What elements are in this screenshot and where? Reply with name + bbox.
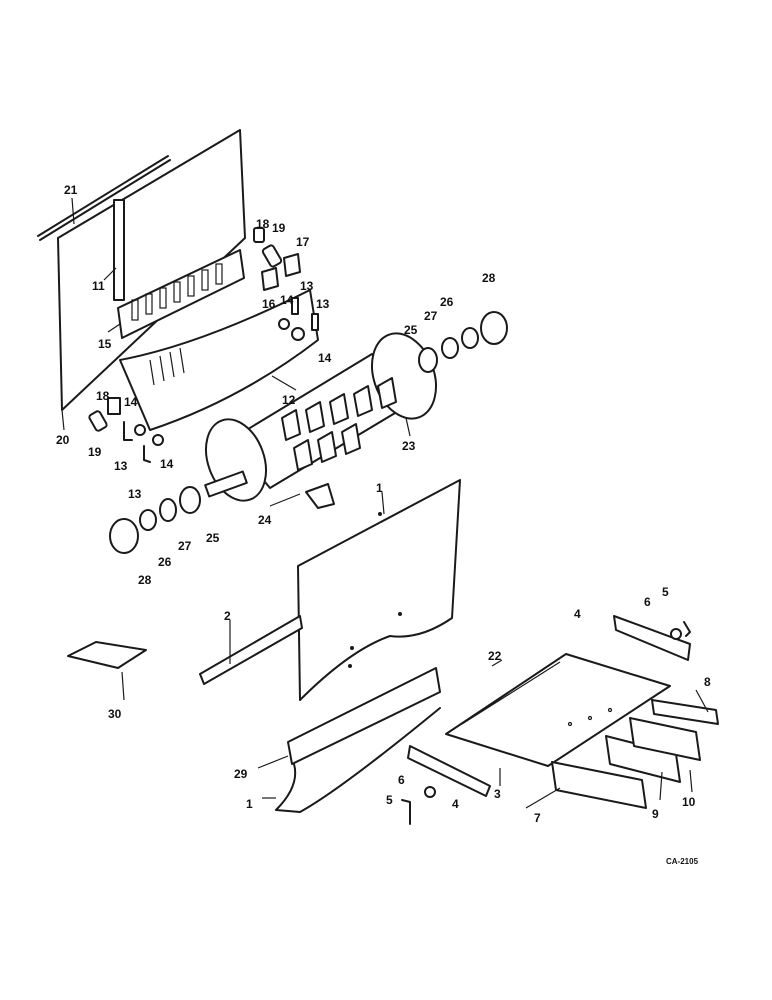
washer-6a xyxy=(670,628,682,640)
louver-10 xyxy=(629,717,701,761)
hardware-upper xyxy=(88,227,319,463)
rod-21 xyxy=(37,155,169,237)
spring-19 xyxy=(261,244,283,268)
ring-26b xyxy=(139,509,157,531)
callout-4a: 4 xyxy=(574,607,581,621)
leader-lines xyxy=(61,197,709,809)
callout-30: 30 xyxy=(108,707,122,721)
callout-26b: 26 xyxy=(158,555,172,569)
callout-15: 15 xyxy=(98,337,112,351)
callout-20: 20 xyxy=(56,433,70,447)
angle-bar-2 xyxy=(199,615,303,685)
callout-2: 2 xyxy=(224,609,231,623)
bolt-13c xyxy=(123,421,133,441)
bearing-set-lower xyxy=(109,486,201,554)
spring-19b xyxy=(88,410,108,432)
bearing-25a xyxy=(418,347,438,373)
callout-10: 10 xyxy=(682,795,696,809)
drawing-code: CA-2105 xyxy=(666,857,699,866)
bolt-13d xyxy=(143,445,151,463)
side-panel-1 xyxy=(297,479,461,701)
callout-26a: 26 xyxy=(440,295,454,309)
shield-30 xyxy=(67,641,147,669)
callout-14b: 14 xyxy=(318,351,332,365)
callout-labels: 21 11 15 20 18 19 17 16 14 13 13 14 12 1… xyxy=(56,183,711,866)
callout-17: 17 xyxy=(296,235,310,249)
callout-27a: 27 xyxy=(424,309,438,323)
callout-14c: 14 xyxy=(124,395,138,409)
bracket-18b xyxy=(107,397,121,415)
callout-22: 22 xyxy=(488,649,502,663)
callout-27b: 27 xyxy=(178,539,192,553)
callout-25b: 25 xyxy=(206,531,220,545)
nut-14c xyxy=(134,424,146,436)
bracket-16 xyxy=(261,267,279,291)
callout-9: 9 xyxy=(652,807,659,821)
ring-26a xyxy=(461,327,479,349)
callout-1b: 1 xyxy=(246,797,253,811)
callout-18a: 18 xyxy=(256,217,270,231)
lower-panel-edge xyxy=(275,707,441,813)
bracket-18 xyxy=(253,227,265,243)
callout-21: 21 xyxy=(64,183,78,197)
callout-25a: 25 xyxy=(404,323,418,337)
bearing-set-upper xyxy=(418,311,508,373)
callout-3: 3 xyxy=(494,787,501,801)
callout-5a: 5 xyxy=(662,585,669,599)
bearing-25b xyxy=(179,486,201,514)
flange-28a xyxy=(480,311,508,345)
flange-28b xyxy=(109,518,139,554)
pin-5a xyxy=(683,621,691,637)
ring-27b xyxy=(159,498,177,522)
bolt-13a xyxy=(291,297,299,315)
callout-13b: 13 xyxy=(316,297,330,311)
callout-24: 24 xyxy=(258,513,272,527)
callout-19a: 19 xyxy=(272,221,286,235)
nut-14b xyxy=(291,327,305,341)
callout-14d: 14 xyxy=(160,457,174,471)
bolt-13b xyxy=(311,313,319,331)
sieve-frame-22 xyxy=(445,653,671,767)
callout-28b: 28 xyxy=(138,573,152,587)
washer-6b xyxy=(424,786,436,798)
callout-19b: 19 xyxy=(88,445,102,459)
callout-23: 23 xyxy=(402,439,416,453)
callout-4b: 4 xyxy=(452,797,459,811)
callout-13d: 13 xyxy=(128,487,142,501)
callout-6a: 6 xyxy=(644,595,651,609)
louver-7 xyxy=(551,761,647,809)
callout-1a: 1 xyxy=(376,481,383,495)
louver-8 xyxy=(651,699,719,725)
callout-18b: 18 xyxy=(96,389,110,403)
callout-7: 7 xyxy=(534,811,541,825)
bar-15 xyxy=(117,249,245,339)
nut-14d xyxy=(152,434,164,446)
shaft-11 xyxy=(113,199,125,301)
callout-13a: 13 xyxy=(300,279,314,293)
callout-16: 16 xyxy=(262,297,276,311)
pin-5b xyxy=(401,799,411,825)
callout-6b: 6 xyxy=(398,773,405,787)
callout-13c: 13 xyxy=(114,459,128,473)
louvers xyxy=(551,699,719,809)
ring-27a xyxy=(441,337,459,359)
rail-29 xyxy=(275,667,441,813)
bracket-4a xyxy=(613,615,691,661)
rotor-shaft xyxy=(204,470,248,498)
bracket-17 xyxy=(283,253,301,277)
callout-11: 11 xyxy=(92,279,105,293)
bracket-4b xyxy=(407,745,491,797)
bracket-24 xyxy=(305,483,335,509)
callout-14a: 14 xyxy=(280,293,294,307)
callout-28a: 28 xyxy=(482,271,496,285)
callout-12: 12 xyxy=(282,393,296,407)
nut-14a xyxy=(278,318,290,330)
callout-5b: 5 xyxy=(386,793,393,807)
callout-8: 8 xyxy=(704,675,711,689)
callout-29: 29 xyxy=(234,767,248,781)
hood-panel xyxy=(37,129,246,411)
